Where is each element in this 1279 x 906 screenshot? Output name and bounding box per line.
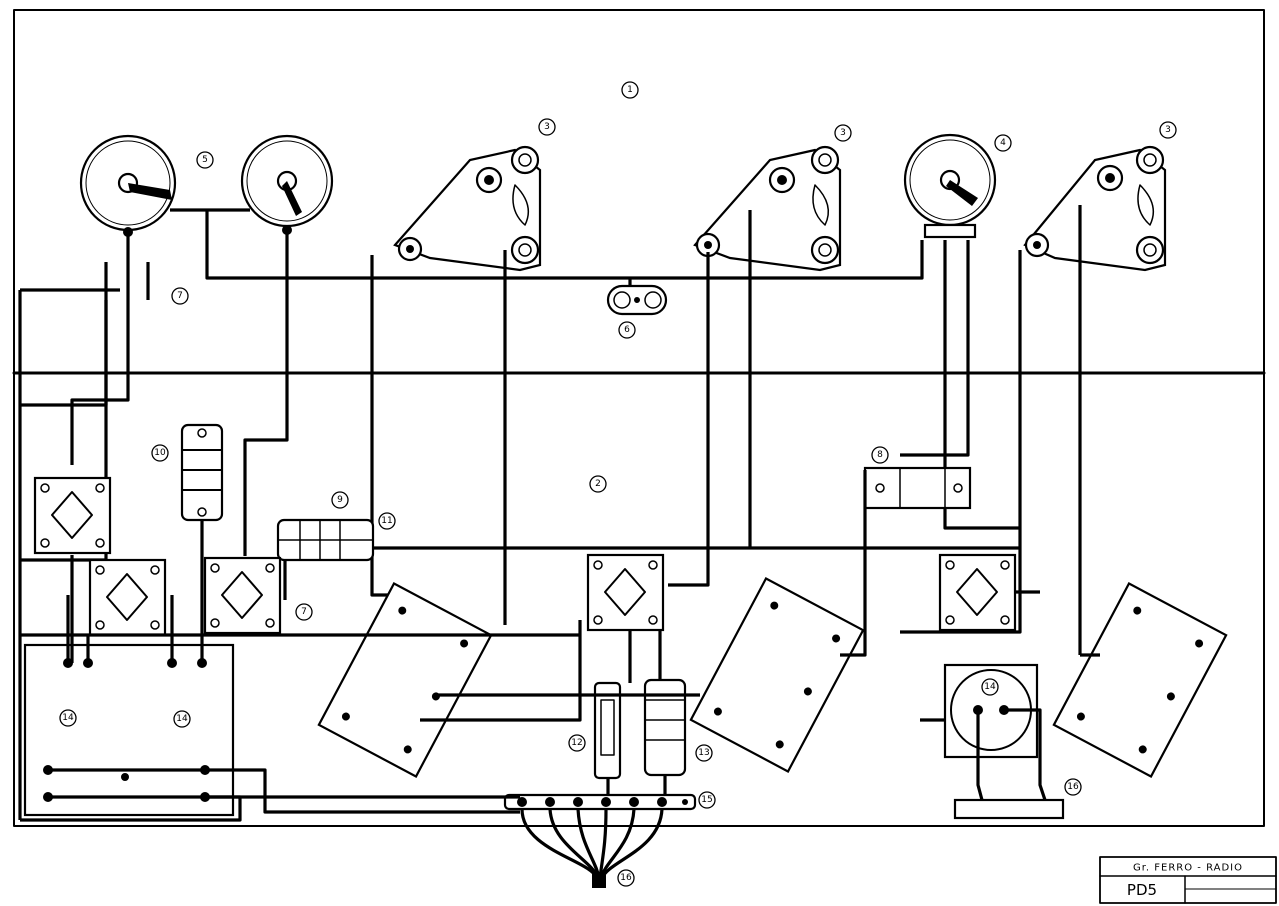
callout-10a: 10 (151, 444, 169, 462)
callout-7b: 7 (295, 603, 313, 621)
reel-third (903, 133, 997, 239)
fuse-12 (593, 681, 622, 780)
svg-text:3: 3 (544, 122, 550, 132)
terminal-strip-9 (276, 518, 375, 562)
resistor-10-left (180, 423, 224, 522)
callout-labels: 1 5 3 3 4 3 7 6 2 10 9 11 8 7 14 14 12 1… (59, 81, 1177, 887)
svg-text:15: 15 (701, 795, 712, 805)
plate-6 (606, 284, 668, 316)
svg-text:3: 3 (1165, 125, 1171, 135)
board-middle (689, 577, 865, 773)
sheet-border (13, 9, 1265, 827)
wiring-lower (20, 470, 1100, 822)
svg-text:10: 10 (154, 448, 166, 458)
callout-12: 12 (568, 734, 586, 752)
svg-text:16: 16 (620, 873, 632, 883)
board-left (317, 582, 493, 778)
relay-4 (586, 553, 665, 632)
callout-15: 15 (698, 791, 716, 809)
callout-9: 9 (331, 491, 349, 509)
relay-3 (203, 556, 282, 635)
board-right (1052, 582, 1228, 778)
title-company: Gr. FERRO - RADIO (1133, 863, 1243, 874)
callout-3c: 3 (1159, 121, 1177, 139)
callout-14c: 14 (981, 678, 999, 696)
callout-1: 1 (621, 81, 639, 99)
reel-left (79, 134, 177, 237)
callout-5: 5 (196, 151, 214, 169)
cable-harness (520, 808, 664, 888)
callout-13: 13 (695, 744, 713, 762)
relay-2 (88, 558, 167, 637)
callout-8: 8 (871, 446, 889, 464)
svg-text:8: 8 (877, 450, 883, 460)
callout-14b: 14 (173, 710, 191, 728)
svg-text:7: 7 (177, 291, 183, 301)
callout-4: 4 (994, 134, 1012, 152)
svg-text:16: 16 (1067, 782, 1079, 792)
callout-2: 2 (589, 475, 607, 493)
fuse-13 (643, 678, 687, 777)
callout-11: 11 (378, 512, 396, 530)
reel-right (240, 134, 334, 235)
bracket-8 (863, 466, 972, 510)
meter-right (943, 663, 1065, 820)
relay-1 (33, 476, 112, 555)
bracket-2 (693, 145, 842, 272)
svg-text:14: 14 (984, 682, 996, 692)
bracket-3 (1023, 145, 1167, 272)
svg-text:14: 14 (62, 713, 74, 723)
svg-text:9: 9 (337, 495, 343, 505)
svg-text:1: 1 (627, 85, 633, 95)
callout-7a: 7 (171, 287, 189, 305)
relay-5 (938, 553, 1017, 632)
callout-3b: 3 (834, 124, 852, 142)
callout-14a: 14 (59, 709, 77, 727)
svg-text:6: 6 (624, 325, 630, 335)
svg-text:3: 3 (840, 128, 846, 138)
title-block: Gr. FERRO - RADIO PD5 (1099, 856, 1277, 904)
svg-text:2: 2 (595, 479, 601, 489)
svg-text:12: 12 (571, 738, 582, 748)
callout-3a: 3 (538, 118, 556, 136)
connector-box (23, 643, 235, 817)
svg-text:7: 7 (301, 607, 307, 617)
callout-16: 16 (617, 869, 635, 887)
svg-text:5: 5 (202, 155, 208, 165)
callout-16b: 16 (1064, 778, 1082, 796)
svg-text:14: 14 (176, 714, 188, 724)
svg-text:4: 4 (1000, 138, 1006, 148)
callout-6: 6 (618, 321, 636, 339)
svg-text:13: 13 (698, 748, 709, 758)
svg-text:11: 11 (381, 516, 392, 526)
title-drawing-number: PD5 (1127, 881, 1157, 899)
bracket-1 (393, 145, 542, 272)
terminal-bar (503, 793, 697, 811)
